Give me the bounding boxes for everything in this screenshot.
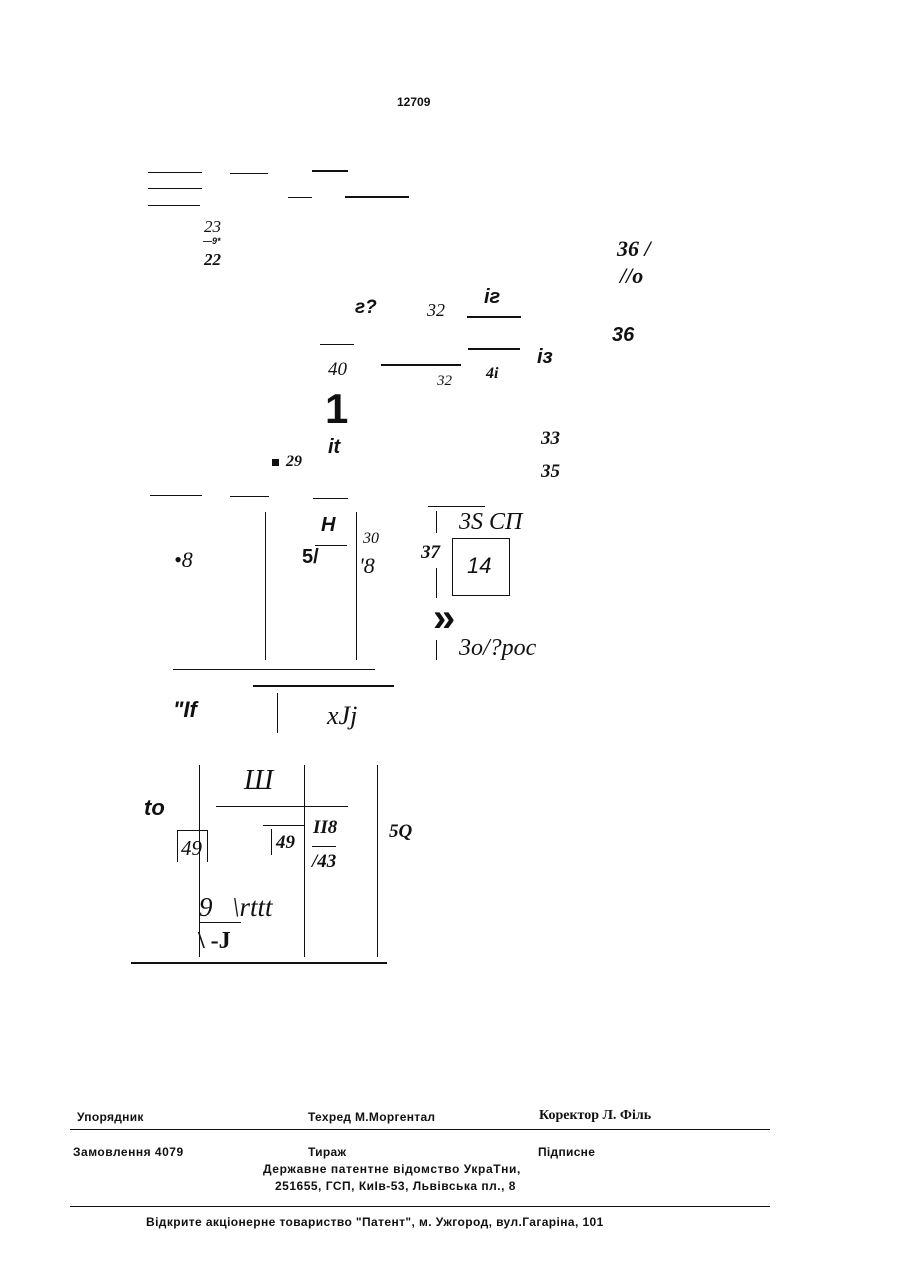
label-3S: 3S СП — [459, 510, 522, 534]
page-number: 12709 — [397, 96, 430, 108]
drawing-line — [436, 568, 437, 598]
label-5Q: 5Q — [389, 822, 412, 841]
drawing-line — [436, 640, 437, 660]
drawing-line — [148, 188, 202, 189]
label-J: \ -J — [198, 929, 231, 953]
drawing-line — [230, 173, 268, 174]
drawing-line — [381, 364, 461, 366]
drawing-line — [148, 205, 200, 206]
drawing-line — [216, 806, 348, 807]
label-35: 35 — [541, 462, 560, 481]
drawing-line — [150, 495, 202, 496]
label-36-b: 36 — [612, 325, 634, 345]
drawing-line — [304, 765, 305, 957]
circulation-label: Тираж — [308, 1146, 346, 1158]
drawing-line — [312, 846, 336, 847]
label-1: 1 — [325, 388, 348, 430]
label-14: 14 — [467, 555, 491, 577]
label-Sh: Ш — [244, 767, 273, 795]
drawing-line — [356, 512, 357, 660]
marker-square — [272, 459, 279, 466]
drawing-line — [177, 830, 178, 862]
corrector-label: Коректор Л. Філь — [539, 1109, 651, 1123]
label-rttt: \rttt — [232, 894, 273, 921]
drawing-line — [288, 197, 312, 198]
order-label: Замовлення 4079 — [73, 1146, 184, 1158]
label-to: to — [144, 797, 165, 819]
drawing-line — [315, 545, 347, 546]
drawing-line — [312, 170, 348, 172]
label-37: 37 — [421, 543, 440, 562]
compiler-label: Упорядник — [77, 1111, 144, 1123]
label-If: "If — [173, 699, 197, 721]
drawing-line — [199, 922, 241, 923]
drawing-line — [468, 348, 520, 350]
drawing-line — [148, 172, 202, 173]
label-32-b: 32 — [437, 374, 452, 389]
label-29: 29 — [286, 454, 302, 470]
footer-divider — [70, 1129, 770, 1130]
label-xJj: xJj — [327, 703, 357, 729]
label-22: 22 — [204, 251, 221, 268]
label-10: //o — [620, 265, 643, 287]
drawing-line — [207, 830, 208, 862]
label-it: it — [328, 437, 340, 457]
label-49-a: 49 — [181, 838, 202, 859]
publisher-line: Відкрите акціонерне товариство "Патент",… — [146, 1216, 604, 1228]
label-49-b: 49 — [276, 833, 295, 852]
office-line-1: Державне патентне відомство УкраТни, — [263, 1163, 521, 1175]
drawing-line — [230, 496, 269, 497]
label-40: 40 — [328, 360, 347, 379]
label-27: г? — [355, 298, 377, 317]
label-32-a: 32 — [427, 301, 445, 319]
label-8-b: '8 — [359, 555, 375, 577]
drawing-line — [320, 344, 354, 345]
boxed-label-frame: 14 — [452, 538, 510, 596]
footer-divider — [70, 1206, 770, 1207]
label-18: II8 — [313, 818, 337, 837]
drawing-line — [277, 693, 278, 733]
label-H: Н — [321, 515, 335, 535]
label-9-b: 9 — [199, 894, 213, 921]
label-33: 33 — [541, 429, 560, 448]
label-12: іг — [484, 287, 500, 307]
drawing-line — [345, 196, 409, 198]
drawing-line — [271, 829, 272, 855]
drawing-line — [377, 765, 378, 957]
drawing-line — [436, 511, 437, 533]
label-36-a: 36 / — [617, 238, 651, 260]
label-30: 30 — [363, 531, 379, 547]
office-line-2: 251655, ГСП, КиІв-53, Львівська пл., 8 — [275, 1180, 516, 1192]
drawing-line — [263, 825, 305, 826]
techred-label: Техред М.Моргентал — [308, 1111, 435, 1123]
label-3o: 3о/?рос — [459, 636, 536, 660]
drawing-line — [173, 669, 375, 670]
drawing-line — [313, 498, 348, 499]
drawing-line — [265, 512, 266, 660]
label-4i: 4i — [486, 366, 498, 382]
drawing-line — [467, 316, 521, 318]
drawing-line — [177, 830, 207, 831]
label-8-a: •8 — [174, 549, 193, 571]
label-9: —9* — [203, 237, 221, 246]
drawing-line — [428, 506, 485, 507]
label-23: 23 — [204, 218, 221, 235]
label-43: /43 — [312, 852, 336, 871]
label-13: із — [537, 347, 553, 367]
drawing-baseline — [131, 962, 387, 964]
label-5: 5/ — [302, 547, 319, 567]
subscription-label: Підписне — [538, 1146, 595, 1158]
label-chevron: » — [433, 598, 455, 638]
drawing-line — [253, 685, 394, 687]
